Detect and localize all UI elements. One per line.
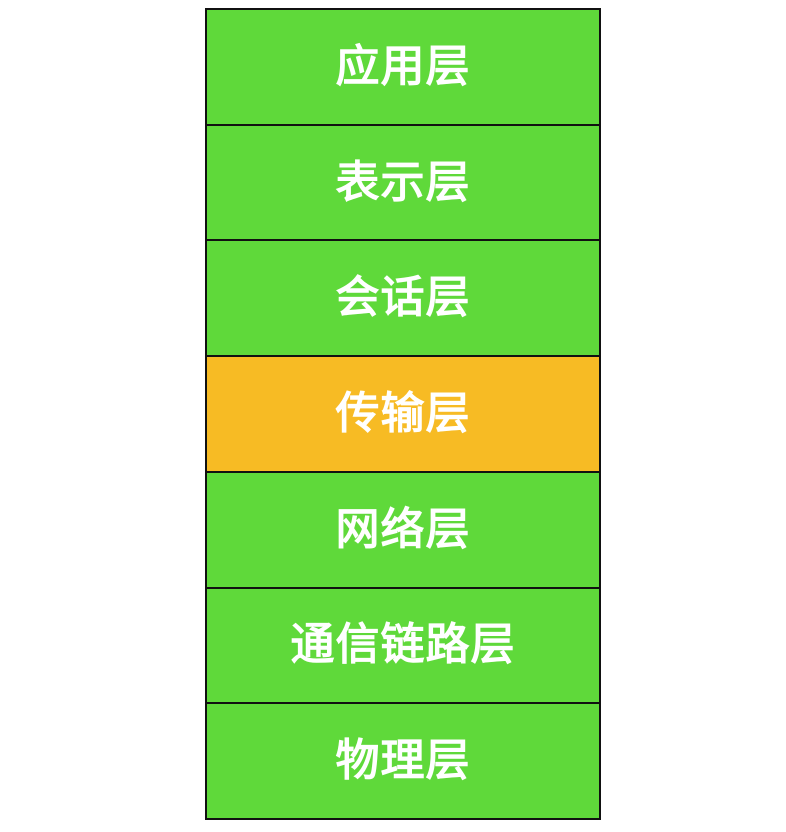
layer-session: 会话层 xyxy=(207,241,599,358)
layer-label-physical: 物理层 xyxy=(335,735,471,787)
layer-label-data-link: 通信链路层 xyxy=(290,619,516,671)
layer-label-presentation: 表示层 xyxy=(335,156,471,208)
layer-transport: 传输层 xyxy=(207,357,599,473)
layer-label-network: 网络层 xyxy=(335,503,471,555)
layer-network: 网络层 xyxy=(207,472,599,589)
layer-stack: 应用层 表示层 会话层 传输层 网络层 通信链路层 物理层 xyxy=(205,8,601,820)
layer-label-session: 会话层 xyxy=(335,272,471,324)
layer-application: 应用层 xyxy=(207,10,599,126)
layer-presentation: 表示层 xyxy=(207,125,599,242)
layer-physical: 物理层 xyxy=(207,704,599,819)
layer-data-link: 通信链路层 xyxy=(207,588,599,705)
layer-label-transport: 传输层 xyxy=(335,388,471,440)
layer-label-application: 应用层 xyxy=(335,40,471,92)
